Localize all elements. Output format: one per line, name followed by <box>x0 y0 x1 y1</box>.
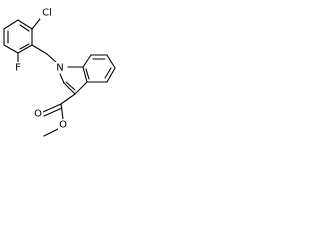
bond <box>82 54 92 68</box>
bond <box>17 44 33 54</box>
double-bond-inner <box>19 43 30 50</box>
atom-label-nitrogen: N <box>56 63 63 74</box>
double-bond-inner <box>65 81 76 91</box>
bond <box>106 67 116 83</box>
atom-label-fluorine: F <box>15 63 21 74</box>
double-bond-inner <box>85 68 90 80</box>
atom-label-ester-oxygen: O <box>59 120 67 131</box>
chlorofluorophenyl-ring <box>3 19 33 54</box>
indole-benzo-ring <box>82 54 116 83</box>
bond-carbonyl-double-1 <box>42 103 62 113</box>
bond <box>82 66 88 83</box>
bond-ester-o-to-methyl <box>43 128 59 137</box>
bond-ring-to-carbonyl <box>60 93 76 105</box>
chemical-structure-diagram: Cl F N O O <box>3 7 116 137</box>
bond <box>59 73 65 84</box>
bond-ch2-to-n <box>46 53 58 64</box>
bond <box>106 54 116 69</box>
bond <box>3 19 19 30</box>
double-bond-inner <box>104 67 112 79</box>
bond <box>17 19 33 30</box>
bond-ring-to-ch2 <box>31 44 48 55</box>
pyrrole-ring <box>59 66 88 95</box>
methyl-ester-group <box>42 93 76 137</box>
atom-label-carbonyl-oxygen: O <box>34 109 42 120</box>
bond-ring-to-cl <box>31 18 41 30</box>
double-bond-inner <box>19 24 30 32</box>
bond-carbonyl-double-2 <box>43 107 63 117</box>
bond <box>74 81 88 95</box>
bond-carbonyl-to-ester-o <box>60 103 64 120</box>
bond <box>3 44 19 54</box>
bond <box>63 82 76 95</box>
atom-label-chlorine: Cl <box>42 8 52 19</box>
